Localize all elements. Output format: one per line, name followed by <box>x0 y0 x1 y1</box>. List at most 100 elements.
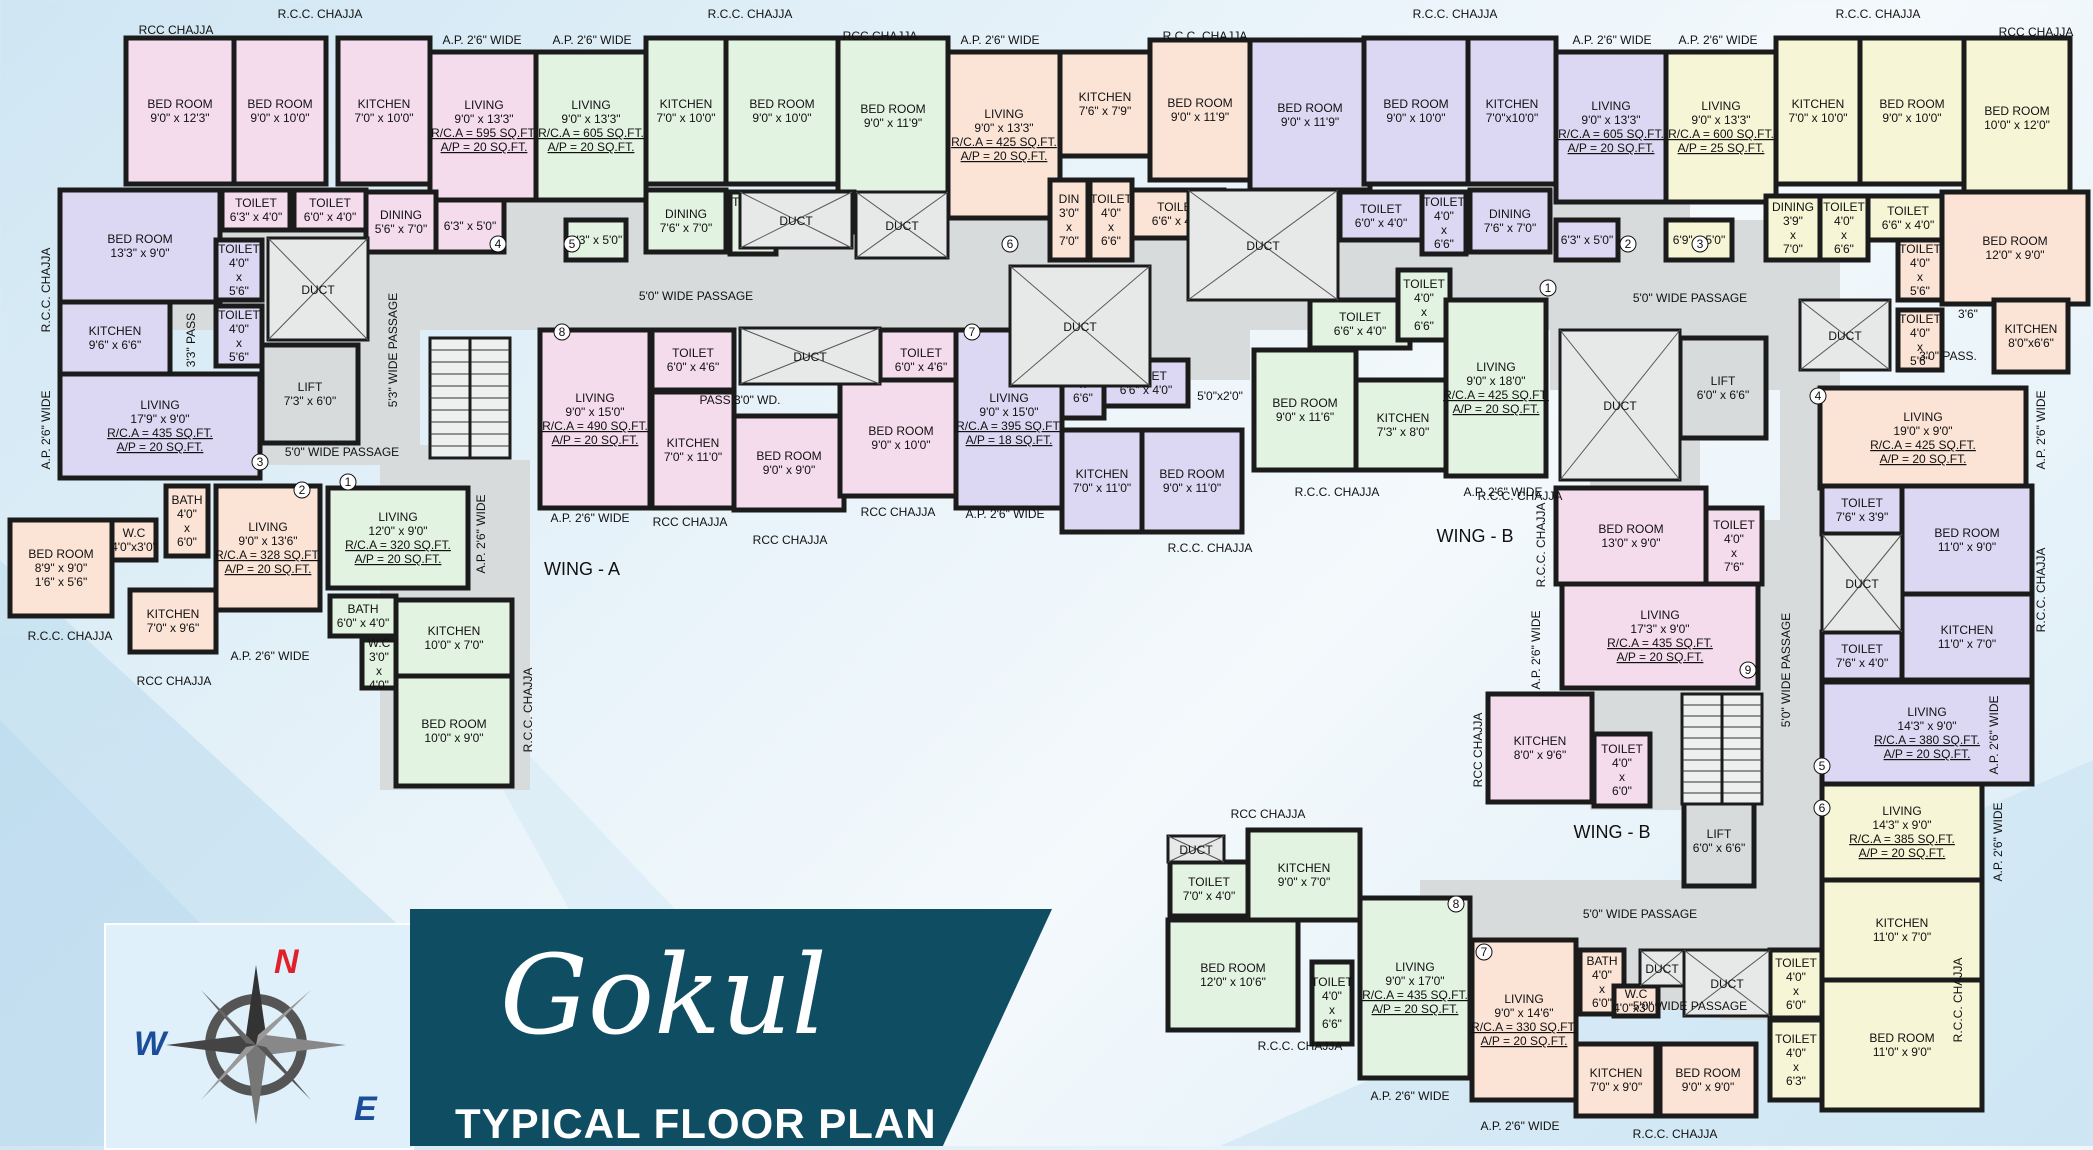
flat-number-text: 1 <box>345 475 352 489</box>
room-text: R/C.A = 435 SQ.FT. <box>107 426 213 440</box>
room-text: A/P = 20 SQ.FT. <box>548 140 635 154</box>
room-text: KITCHEN <box>1076 467 1129 481</box>
compass-e: E <box>354 1090 377 1128</box>
annotation-l37: 5'0" WIDE PASSAGE <box>1779 613 1793 727</box>
room-text: 6'3" x 5'0" <box>444 219 496 233</box>
room-text: 9'0" x 13'3" <box>561 112 620 126</box>
annotation-l10: A.P. 2'6" WIDE <box>1572 33 1651 47</box>
room-outline <box>335 35 433 187</box>
room-text: 4'0" <box>1612 756 1632 770</box>
room-text: TOILET <box>218 308 260 322</box>
room-text: KITCHEN <box>667 436 720 450</box>
flat-number-text: 6 <box>1819 801 1826 815</box>
annotation-l48: R.C.C. CHAJJA <box>1633 1127 1718 1141</box>
room-text: 6'0" <box>1612 784 1632 798</box>
room-text: 4'0" <box>1834 214 1854 228</box>
annotation-l47: A.P. 2'6" WIDE <box>474 494 488 573</box>
room-text: BED ROOM <box>28 547 93 561</box>
room-text: 10'0" x 7'0" <box>424 638 483 652</box>
room-text: KITCHEN <box>1486 97 1539 111</box>
room-outline <box>1139 427 1245 535</box>
room-text: 4'0" <box>1434 209 1454 223</box>
room-outline <box>945 49 1063 221</box>
room-text: BED ROOM <box>1383 97 1448 111</box>
duct-d2: DUCT <box>738 190 854 250</box>
room-outline <box>57 187 223 305</box>
annotation-l6: RCC CHAJJA <box>843 29 918 43</box>
room-text: 4'0" <box>1101 206 1121 220</box>
room-text: 9'0" x 15'0" <box>565 405 624 419</box>
room-outline <box>363 189 439 255</box>
annotation-l46: R.C.C. CHAJJA <box>521 668 535 753</box>
room-text: 4'0" <box>229 322 249 336</box>
room-text: DINING <box>1772 200 1814 214</box>
compass-n: N <box>274 943 299 981</box>
room-text: LIVING <box>1395 960 1434 974</box>
flat-number: 5 <box>563 235 581 253</box>
flat-number: 2 <box>1619 235 1637 253</box>
annotation-l28: A.P. 2'6" WIDE <box>1370 1089 1449 1103</box>
room-text: BED ROOM <box>1675 1066 1740 1080</box>
room-text: BED ROOM <box>1272 396 1337 410</box>
room-text: x <box>1917 270 1923 284</box>
annotation-l53: 5'0" WIDE PASSAGE <box>1633 999 1747 1013</box>
room-text: KITCHEN <box>1514 734 1567 748</box>
room-text: R/C.A = 425 SQ.FT. <box>1870 438 1976 452</box>
room-text: W.C <box>1625 987 1648 1001</box>
room-text: 4'0" <box>229 256 249 270</box>
room-text: 9'0" x 10'0" <box>250 111 309 125</box>
wing-b-label-2: WING - B <box>1574 822 1651 842</box>
room-text: LIVING <box>989 391 1028 405</box>
room-text: x <box>1599 982 1605 996</box>
room-text: BED ROOM <box>1984 104 2049 118</box>
room-text: A/P = 20 SQ.FT. <box>355 552 442 566</box>
room-outline <box>1899 591 2035 683</box>
annotation-l38: A.P. 2'6" WIDE <box>2034 390 2048 469</box>
room-outline <box>109 517 159 563</box>
room-outline <box>213 483 323 613</box>
room-outline <box>1773 35 1863 187</box>
room-text: 4'0"x3'0" <box>111 540 157 554</box>
room-text: x <box>1619 770 1625 784</box>
room-text: 9'0" x 12'3" <box>150 111 209 125</box>
flat-number: 4 <box>1809 387 1827 405</box>
room-outline <box>1307 297 1413 351</box>
annotation-l39: A.P. 2'6" WIDE <box>1987 695 2001 774</box>
room-text: TOILET <box>309 196 351 210</box>
room-text: 7'0" x 10'0" <box>656 111 715 125</box>
room-text: LIFT <box>1711 374 1736 388</box>
room-text: 6'6" x 4'0" <box>1882 218 1934 232</box>
annotation-l40: RCC CHAJJA <box>1471 713 1485 788</box>
flat-number: 8 <box>553 323 571 341</box>
flat-number: 3 <box>251 453 269 471</box>
room-text: A/P = 20 SQ.FT. <box>552 433 639 447</box>
flat-number-text: 8 <box>559 325 566 339</box>
flat-number-text: 2 <box>1625 237 1632 251</box>
room-text: TOILET <box>1360 202 1402 216</box>
room-outline <box>427 49 541 203</box>
room-text: LIVING <box>464 98 503 112</box>
room-outline <box>325 485 471 591</box>
room-text: TOILET <box>1775 956 1817 970</box>
room-text: A/P = 20 SQ.FT. <box>441 140 528 154</box>
room-text: 3'0" <box>1059 206 1079 220</box>
annotation-l9: R.C.C. CHAJJA <box>1413 7 1498 21</box>
room-text: x <box>1841 228 1847 242</box>
duct-d12: DUCT <box>1682 948 1772 1018</box>
